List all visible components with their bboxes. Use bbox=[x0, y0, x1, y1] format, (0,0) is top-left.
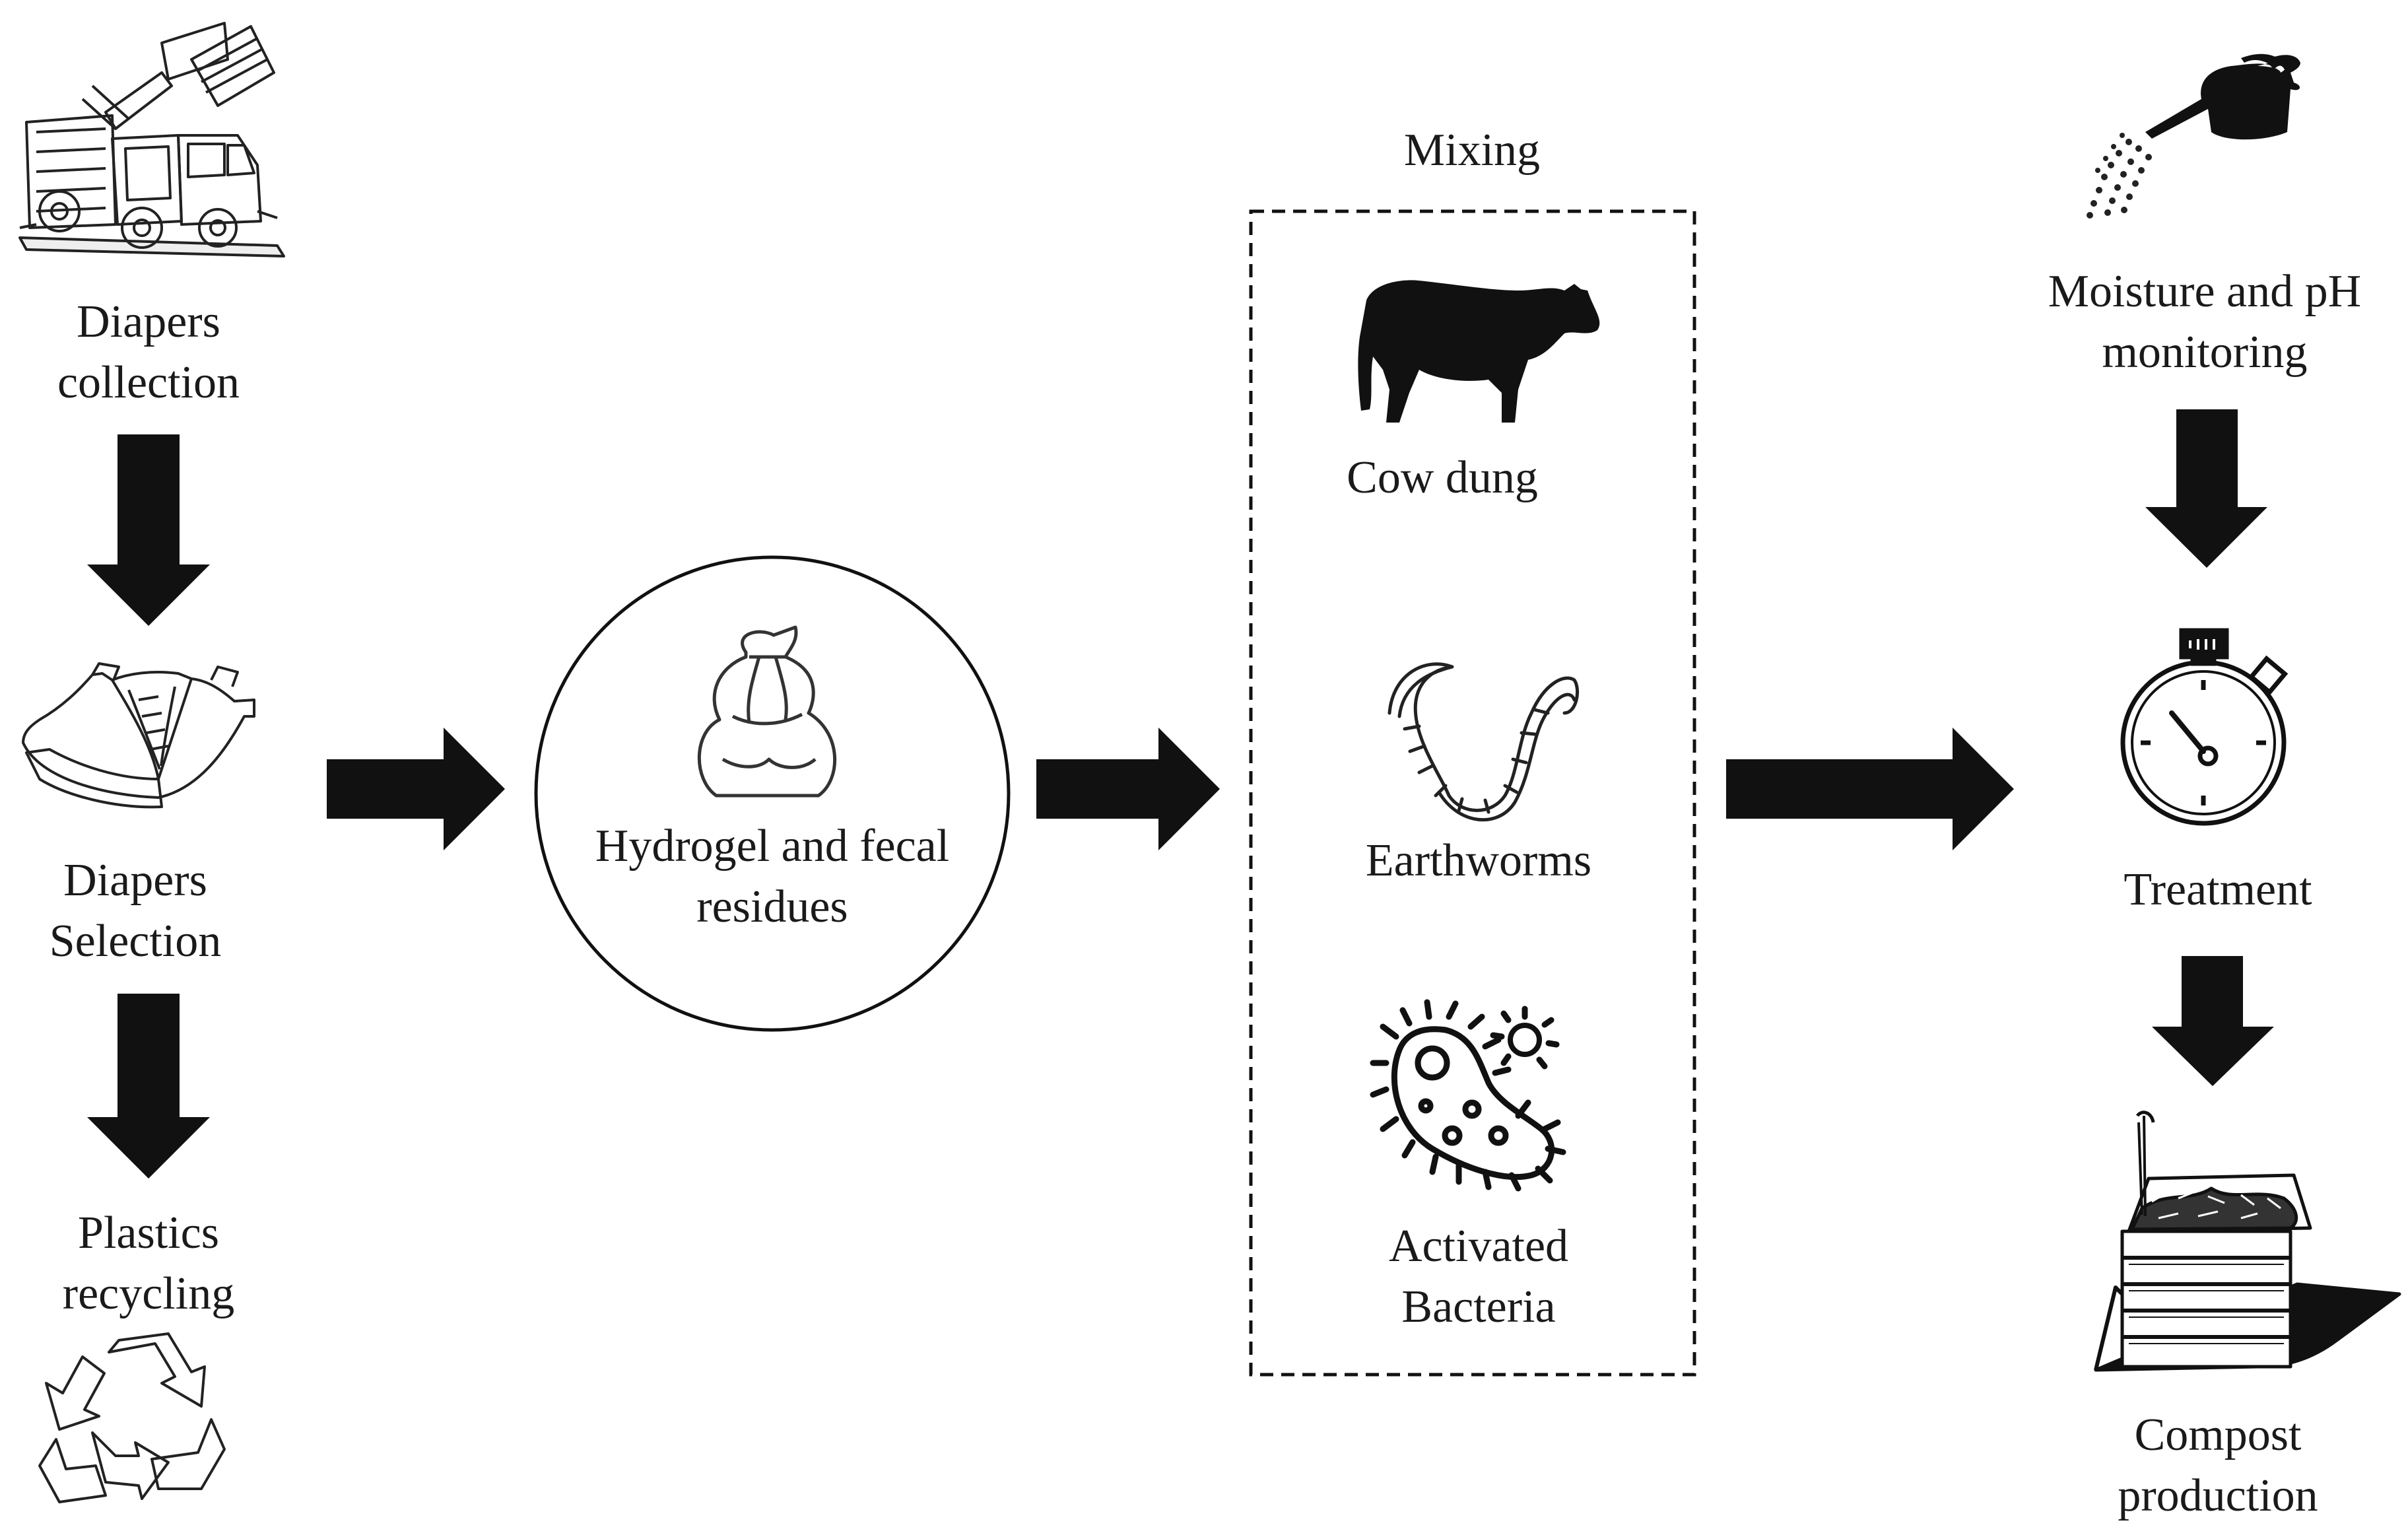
mixing-title: Mixing bbox=[1403, 125, 1541, 176]
diapers-collection-label: Diapers collection bbox=[57, 296, 240, 408]
activated-bacteria-label: Activated Bacteria bbox=[1388, 1221, 1569, 1332]
recycle-icon bbox=[38, 1332, 226, 1503]
arrow-right-to-treatment bbox=[1726, 728, 2014, 850]
mixing-box bbox=[1249, 209, 1696, 1377]
watering-can-icon bbox=[2087, 53, 2300, 219]
plastics-recycling-label: Plastics recycling bbox=[62, 1208, 235, 1319]
garbage-truck-icon bbox=[18, 22, 285, 257]
arrow-down-selection-to-plastics bbox=[87, 994, 210, 1179]
cow-icon bbox=[1358, 280, 1600, 423]
diapers-selection-label: Diapers Selection bbox=[49, 855, 222, 967]
water-drops bbox=[2087, 133, 2152, 219]
earthworms-label: Earthworms bbox=[1365, 835, 1592, 886]
arrow-down-collection-to-selection bbox=[87, 434, 210, 626]
residues-label: Hydrogel and fecal residues bbox=[595, 821, 950, 932]
earthworm-icon bbox=[1388, 662, 1580, 822]
arrow-right-to-residues bbox=[327, 728, 505, 850]
arrow-down-moisture-to-treatment bbox=[2145, 409, 2267, 568]
stopwatch-icon bbox=[2120, 628, 2289, 826]
arrow-down-treatment-to-compost bbox=[2152, 956, 2274, 1086]
residues-circle bbox=[534, 555, 1011, 1032]
bacteria-icon bbox=[1370, 999, 1566, 1192]
flow-arrows bbox=[87, 409, 2274, 1179]
moisture-ph-label: Moisture and pH monitoring bbox=[2048, 266, 2362, 378]
compost-bin-icon bbox=[2094, 1111, 2401, 1372]
compost-production-label: Compost production bbox=[2118, 1410, 2318, 1521]
treatment-label: Treatment bbox=[2124, 864, 2312, 915]
diaper-icon bbox=[22, 662, 255, 809]
cow-dung-label: Cow dung bbox=[1347, 452, 1538, 503]
garbage-bag-icon bbox=[697, 625, 837, 798]
arrow-right-to-mixing bbox=[1036, 728, 1220, 850]
